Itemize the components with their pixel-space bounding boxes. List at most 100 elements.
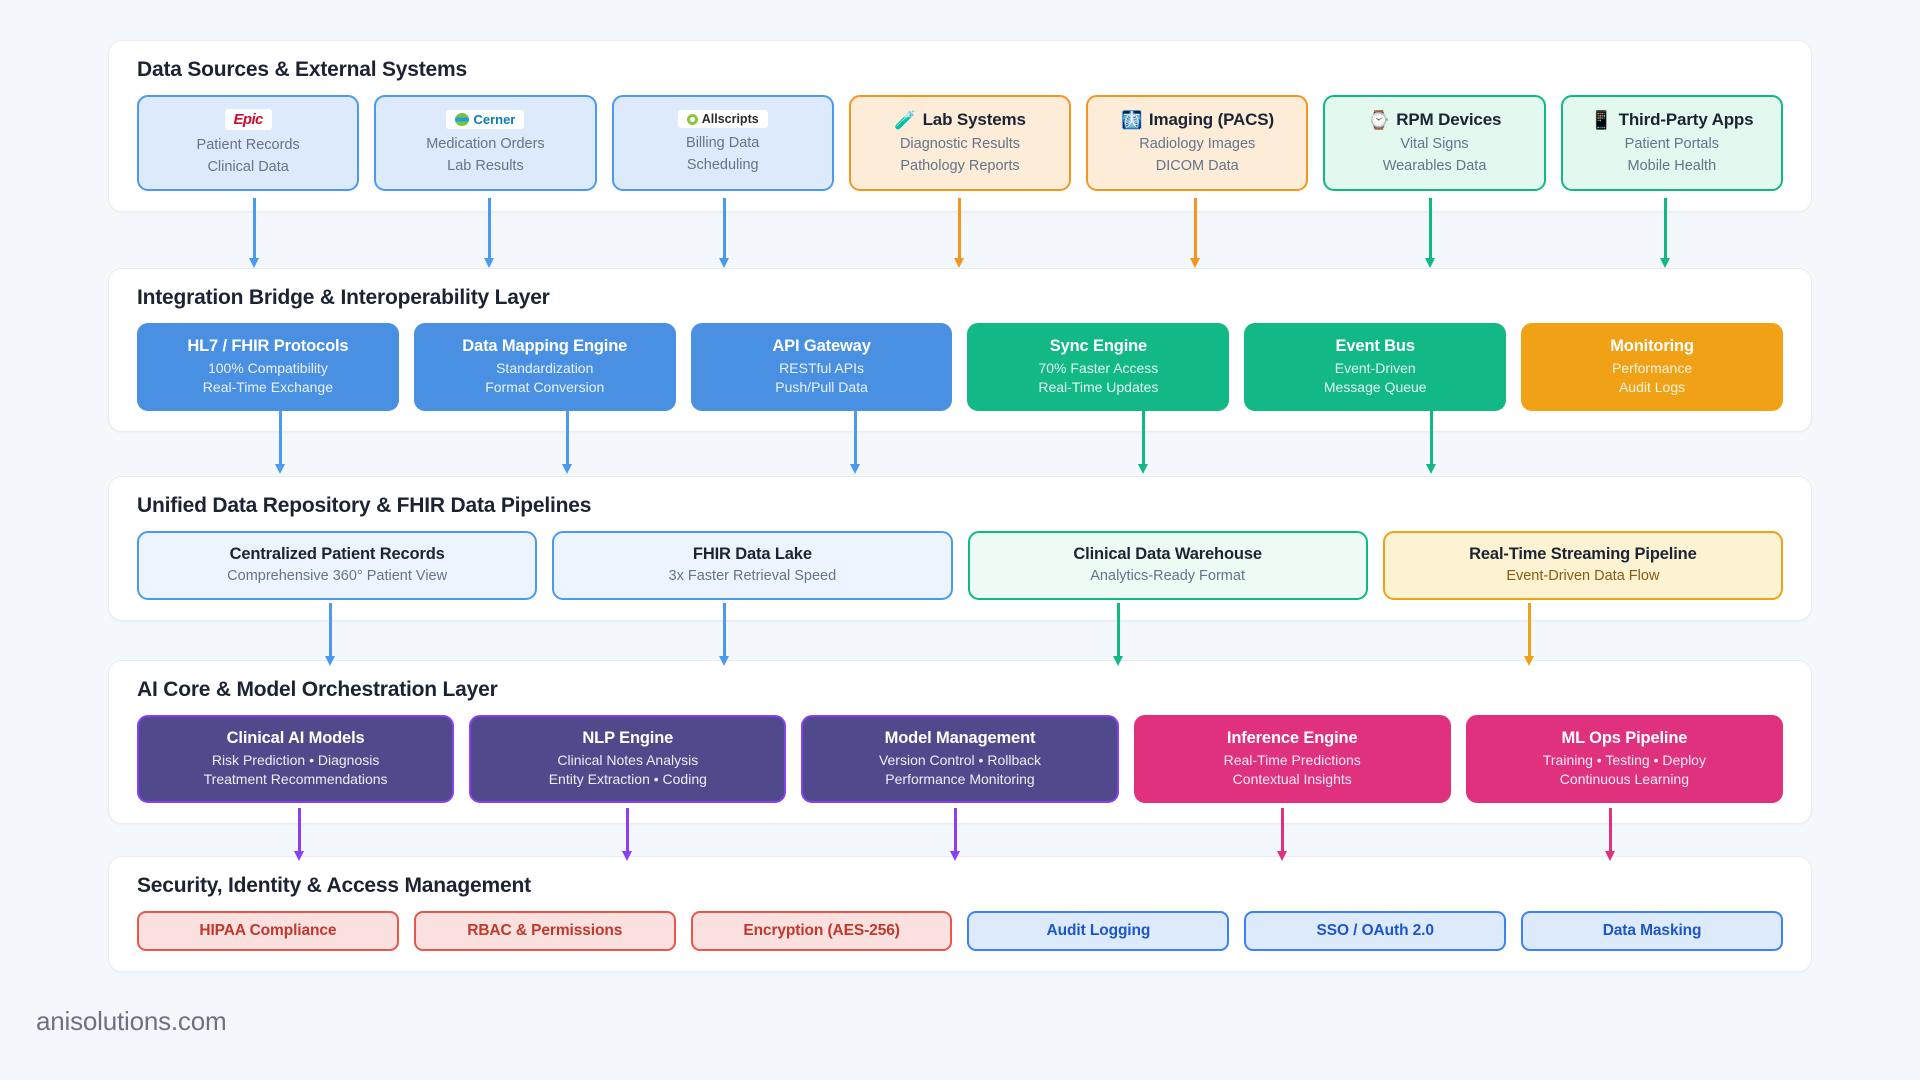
layer-title: AI Core & Model Orchestration Layer (137, 678, 498, 701)
arrow-head (949, 851, 960, 861)
arrow-ai-to-security (949, 808, 960, 861)
arrow-head (1189, 258, 1200, 268)
card-header: ⌚ RPM Devices (1367, 109, 1502, 130)
arrow-stem (566, 410, 569, 465)
watermark: anisolutions.com (36, 1006, 227, 1036)
arrow-sources-to-bridge (1189, 198, 1200, 268)
card-monitoring[interactable]: Monitoring Performance Audit Logs (1521, 323, 1783, 411)
arrow-repo-to-ai (324, 603, 335, 666)
card-header: 📱 Third-Party Apps (1590, 109, 1754, 130)
arrow-sources-to-bridge (953, 198, 964, 268)
repository-cards: Centralized Patient Records Comprehensiv… (109, 517, 1811, 620)
arrow-bridge-to-repo (274, 410, 285, 474)
card-allscripts[interactable]: Allscripts Billing Data Scheduling (611, 95, 834, 192)
card-clinical-data-warehouse[interactable]: Clinical Data Warehouse Analytics-Ready … (967, 531, 1368, 600)
card-nlp-engine[interactable]: NLP Engine Clinical Notes Analysis Entit… (469, 715, 787, 803)
security-pills: HIPAA Compliance RBAC & Permissions Encr… (109, 897, 1811, 971)
arrow-head (718, 258, 729, 268)
arrow-head (1425, 464, 1436, 474)
arrow-bridge-to-repo (1137, 410, 1148, 474)
arrow-head (1424, 258, 1435, 268)
arrow-ai-to-security (1276, 808, 1287, 861)
cerner-mark-icon (455, 112, 470, 126)
card-imaging-pacs[interactable]: 🩻 Imaging (PACS) Radiology Images DICOM … (1086, 95, 1309, 192)
card-third-party-apps[interactable]: 📱 Third-Party Apps Patient Portals Mobil… (1560, 95, 1783, 192)
arrow-head (1137, 464, 1148, 474)
arrow-stem (1281, 808, 1284, 852)
card-hl7-fhir-protocols[interactable]: HL7 / FHIR Protocols 100% Compatibility … (137, 323, 399, 411)
arrow-head (274, 464, 285, 474)
mobile-health-icon: 📱 (1590, 109, 1613, 130)
card-sync-engine[interactable]: Sync Engine 70% Faster Access Real-Time … (967, 323, 1230, 411)
layer-integration-bridge: Integration Bridge & Interoperability La… (108, 268, 1812, 432)
layer-title: Security, Identity & Access Management (137, 874, 531, 897)
arrow-stem (279, 410, 282, 465)
arrow-stem (1609, 808, 1612, 852)
card-clinical-ai-models[interactable]: Clinical AI Models Risk Prediction • Dia… (137, 715, 455, 803)
card-api-gateway[interactable]: API Gateway RESTful APIs Push/Pull Data (690, 323, 953, 411)
arrow-head (483, 258, 494, 268)
layer-unified-data-repository: Unified Data Repository & FHIR Data Pipe… (108, 476, 1812, 621)
card-rpm-devices[interactable]: ⌚ RPM Devices Vital Signs Wearables Data (1323, 95, 1546, 192)
pill-audit-logging[interactable]: Audit Logging (967, 911, 1230, 952)
arrow-head (248, 258, 259, 268)
ai-core-cards: Clinical AI Models Risk Prediction • Dia… (109, 701, 1811, 823)
xray-icon: 🩻 (1120, 109, 1143, 130)
arrow-head (293, 851, 304, 861)
arrow-stem (1664, 198, 1667, 259)
arrow-head (621, 851, 632, 861)
arrow-stem (626, 808, 629, 852)
card-centralized-patient-records[interactable]: Centralized Patient Records Comprehensiv… (137, 531, 538, 600)
integration-cards: HL7 / FHIR Protocols 100% Compatibility … (109, 309, 1811, 431)
card-header: 🧪 Lab Systems (894, 109, 1026, 130)
card-epic[interactable]: Epic Patient Records Clinical Data (137, 95, 360, 192)
arrow-head (561, 464, 572, 474)
epic-logo: Epic (224, 108, 272, 130)
card-ml-ops-pipeline[interactable]: ML Ops Pipeline Training • Testing • Dep… (1465, 715, 1784, 803)
arrow-head (1276, 851, 1287, 861)
layer-data-sources: Data Sources & External Systems Epic Pat… (108, 40, 1812, 213)
arrow-bridge-to-repo (561, 410, 572, 474)
card-cerner[interactable]: Cerner Medication Orders Lab Results (374, 95, 597, 192)
arrow-stem (1142, 410, 1145, 465)
arrow-repo-to-ai (1112, 603, 1123, 666)
card-data-mapping-engine[interactable]: Data Mapping Engine Standardization Form… (413, 323, 676, 411)
layer-title: Data Sources & External Systems (137, 58, 467, 81)
arrow-ai-to-security (293, 808, 304, 861)
arrow-stem (723, 603, 726, 657)
arrow-head (718, 656, 729, 666)
arrow-stem (1194, 198, 1197, 259)
pill-sso-oauth[interactable]: SSO / OAuth 2.0 (1244, 911, 1507, 952)
arrow-ai-to-security (621, 808, 632, 861)
arrow-head (953, 258, 964, 268)
test-tube-icon: 🧪 (894, 109, 917, 130)
arrow-stem (1429, 198, 1432, 259)
pill-encryption[interactable]: Encryption (AES-256) (690, 911, 953, 952)
arrow-sources-to-bridge (1424, 198, 1435, 268)
pill-data-masking[interactable]: Data Masking (1521, 911, 1783, 952)
card-lab-systems[interactable]: 🧪 Lab Systems Diagnostic Results Patholo… (848, 95, 1072, 192)
arrow-head (1112, 656, 1123, 666)
arrow-stem (854, 410, 857, 465)
allscripts-logo: Allscripts (677, 109, 768, 129)
card-event-bus[interactable]: Event Bus Event-Driven Message Queue (1244, 323, 1507, 411)
arrow-head (324, 656, 335, 666)
arrow-stem (958, 198, 961, 259)
pill-hipaa-compliance[interactable]: HIPAA Compliance (137, 911, 399, 952)
arrow-stem (298, 808, 301, 852)
card-model-management[interactable]: Model Management Version Control • Rollb… (801, 715, 1119, 803)
card-fhir-data-lake[interactable]: FHIR Data Lake 3x Faster Retrieval Speed (552, 531, 953, 600)
arrow-sources-to-bridge (718, 198, 729, 268)
card-real-time-streaming-pipeline[interactable]: Real-Time Streaming Pipeline Event-Drive… (1382, 531, 1783, 600)
arrow-sources-to-bridge (1659, 198, 1670, 268)
arrow-head (849, 464, 860, 474)
arrow-repo-to-ai (1523, 603, 1534, 666)
arrow-head (1604, 851, 1615, 861)
arrow-stem (253, 198, 256, 259)
layer-ai-core: AI Core & Model Orchestration Layer Clin… (108, 660, 1812, 824)
pill-rbac-permissions[interactable]: RBAC & Permissions (413, 911, 676, 952)
card-inference-engine[interactable]: Inference Engine Real-Time Predictions C… (1133, 715, 1451, 803)
arrow-bridge-to-repo (849, 410, 860, 474)
arrow-head (1523, 656, 1534, 666)
